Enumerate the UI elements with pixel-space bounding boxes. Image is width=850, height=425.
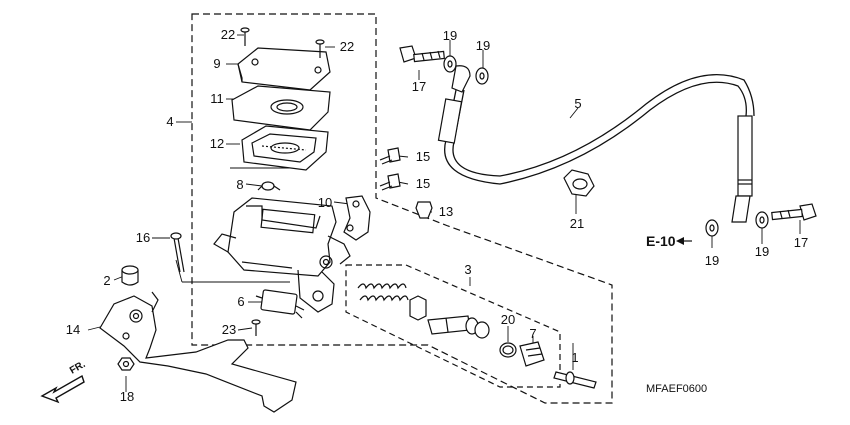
sealing-washer-4 — [755, 211, 769, 229]
sealing-washer-2 — [475, 67, 489, 85]
callout-19-d: 19 — [755, 244, 769, 259]
lever-nut — [117, 357, 135, 371]
switch-screw — [251, 319, 261, 336]
piston-seal — [474, 321, 490, 339]
clutch-lever — [99, 291, 297, 413]
diaphragm — [241, 125, 329, 171]
cylinder-cap — [415, 201, 433, 219]
callout-12: 12 — [210, 136, 224, 151]
callout-23: 23 — [222, 322, 236, 337]
callout-10: 10 — [318, 195, 332, 210]
front-label: FR. — [68, 359, 88, 377]
assembly-boundary-4 — [191, 13, 613, 404]
cap-screw-right — [315, 39, 325, 58]
callout-8: 8 — [236, 177, 243, 192]
callout-17-lower: 17 — [794, 235, 808, 250]
callout-17-upper: 17 — [412, 79, 426, 94]
callout-9: 9 — [213, 56, 220, 71]
callout-1: 1 — [571, 350, 578, 365]
callout-2: 2 — [103, 273, 110, 288]
callout-19-c: 19 — [705, 253, 719, 268]
callout-21: 21 — [570, 216, 584, 231]
push-rod — [553, 371, 597, 389]
callout-16: 16 — [136, 230, 150, 245]
callout-15-lower: 15 — [416, 176, 430, 191]
callout-11: 11 — [210, 91, 224, 106]
clutch-switch — [255, 289, 305, 319]
reservoir-cap — [237, 47, 331, 91]
callout-5: 5 — [574, 96, 581, 111]
piston-cup — [409, 295, 427, 321]
cap-screw-left — [240, 27, 250, 46]
diagram-code: MFAEF0600 — [646, 383, 707, 395]
subassembly-boundary-3 — [345, 264, 561, 388]
diaphragm-plate — [231, 85, 331, 131]
callout-14: 14 — [66, 322, 80, 337]
sealing-washer-3 — [705, 219, 719, 237]
reference-label: E-10 — [646, 233, 676, 249]
clutch-hose — [437, 65, 755, 223]
callout-4: 4 — [166, 114, 173, 129]
holder-bolt-1 — [379, 147, 401, 165]
sealing-washer-1 — [443, 55, 457, 73]
banjo-bolt-lower — [771, 203, 817, 221]
master-cylinder-body — [213, 197, 351, 313]
callout-19-b: 19 — [476, 38, 490, 53]
piston-spring — [357, 283, 409, 302]
holder-bolt-2 — [379, 173, 401, 191]
callout-22-right: 22 — [340, 39, 354, 54]
boot — [519, 341, 545, 367]
float-part — [257, 181, 281, 191]
pivot-cap — [121, 265, 139, 286]
banjo-bolt-upper — [399, 45, 445, 63]
callout-22-left: 22 — [221, 27, 235, 42]
pivot-bolt — [170, 232, 185, 273]
callout-3: 3 — [464, 262, 471, 277]
callout-13: 13 — [439, 204, 453, 219]
callout-20: 20 — [501, 312, 515, 327]
reference-arrow — [676, 237, 692, 245]
piston — [427, 315, 479, 335]
holder-clamp — [343, 195, 371, 241]
callout-19-a: 19 — [443, 28, 457, 43]
hose-guide — [563, 169, 595, 197]
snap-ring — [499, 342, 517, 358]
leader-lines — [87, 34, 801, 392]
callout-6: 6 — [237, 294, 244, 309]
callout-18: 18 — [120, 389, 134, 404]
callout-15-upper: 15 — [416, 149, 430, 164]
front-direction-arrow — [40, 374, 85, 404]
callout-labels: 1 2 3 4 5 6 7 8 9 10 11 12 13 14 15 15 1… — [66, 27, 808, 404]
callout-7: 7 — [529, 326, 536, 341]
